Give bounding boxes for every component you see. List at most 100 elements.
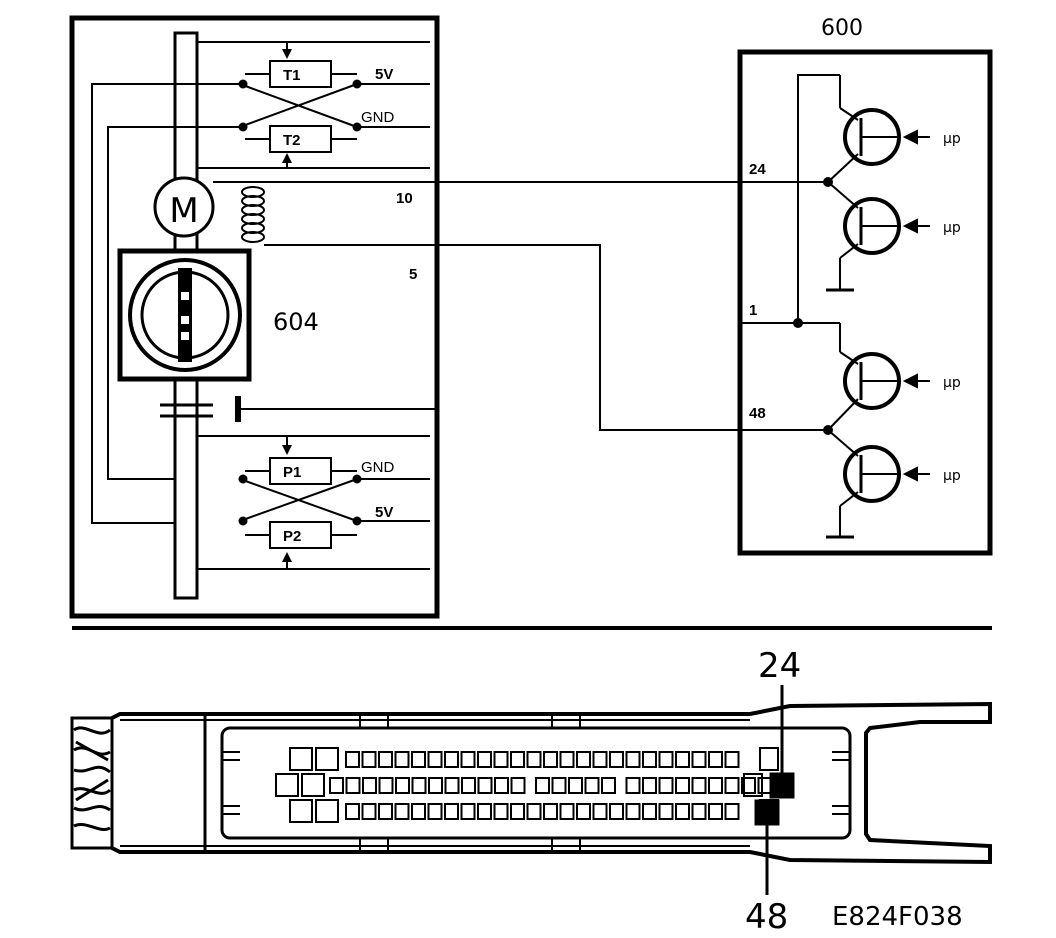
sensor-t-group (91, 41, 430, 524)
connector-pin (642, 777, 657, 794)
sensor-box-label: 604 (273, 308, 319, 336)
connector-pin (642, 803, 657, 820)
connector-pin (345, 777, 361, 794)
connector-pin (658, 777, 674, 794)
connector-pin (584, 777, 600, 794)
mu-label-3: µp (943, 375, 961, 391)
connector-pin (361, 803, 377, 820)
connector-pin (477, 777, 493, 794)
connector-pin (592, 803, 608, 820)
connector-pin (601, 777, 616, 794)
connector-pin-24-label: 24 (758, 646, 801, 686)
connector-pin (543, 803, 558, 820)
ecu-pin-48-label: 48 (749, 405, 766, 422)
connector-pin (559, 803, 575, 820)
connector-pin (460, 803, 476, 820)
connector-pin (724, 777, 740, 794)
connector-pin (642, 751, 657, 768)
ecu-box-label: 600 (821, 16, 863, 41)
connector-pin-48-label: 48 (745, 897, 788, 937)
connector-pin (411, 777, 427, 794)
connector-pin (675, 803, 690, 820)
ecu-pin-1-label: 1 (749, 302, 757, 319)
pin-24-marker (769, 772, 795, 799)
connector-pin (477, 751, 492, 768)
throttle-unit-box: M 604 10 5 (69, 15, 440, 619)
connector-pin (609, 751, 624, 768)
connector-pin (568, 777, 583, 794)
pin-5-label: 5 (409, 266, 417, 283)
connector-pin (708, 777, 723, 794)
connector-pin (345, 803, 360, 820)
motor-wires (213, 181, 828, 431)
p-5v-label: 5V (375, 504, 393, 521)
mu-label-4: µp (943, 468, 961, 484)
connector-pin (551, 777, 567, 794)
wire-bundle (70, 716, 114, 850)
connector-pin (493, 751, 509, 768)
connector-pin (675, 751, 690, 768)
connector-pin (362, 777, 377, 794)
sensor-p-group (197, 435, 430, 570)
t-gnd-label: GND (361, 109, 395, 126)
connector-pin (329, 777, 344, 794)
figure-code: E824F038 (832, 902, 963, 932)
connector-pin (477, 803, 492, 820)
connector-pin (378, 803, 393, 820)
mu-label-2: µp (943, 220, 961, 236)
connector-pin (411, 751, 426, 768)
connector-pin-rows (329, 751, 773, 820)
pin-10-label: 10 (396, 190, 413, 207)
connector-pin (625, 751, 641, 768)
connector-pin (543, 751, 558, 768)
connector-pin (444, 777, 460, 794)
connector-pin (444, 803, 459, 820)
connector-pin (345, 751, 360, 768)
connector-pin (535, 777, 550, 794)
motor-symbol (153, 176, 215, 238)
connector-pin (625, 777, 641, 794)
p1-label: P1 (283, 464, 301, 481)
pin-48-marker (754, 799, 780, 826)
connector-pin (428, 777, 443, 794)
connector-pin (460, 751, 476, 768)
connector-pin (675, 777, 690, 794)
connector-pin (526, 803, 542, 820)
ecu-connector (70, 685, 992, 895)
connector-pin (658, 803, 674, 820)
connector-pin (592, 751, 608, 768)
connector-pin (691, 751, 707, 768)
connector-pin (493, 803, 509, 820)
connector-pin (394, 751, 410, 768)
connector-pin (461, 777, 476, 794)
connector-pin (576, 803, 591, 820)
connector-pin (427, 803, 443, 820)
connector-pin (559, 751, 575, 768)
connector-pin (378, 751, 393, 768)
p-gnd-label: GND (361, 459, 395, 476)
mu-label-1: µp (943, 131, 961, 147)
motor-letter: M (169, 191, 198, 231)
sensor-p2 (269, 521, 332, 549)
connector-pin (510, 777, 526, 794)
connector-pin (658, 751, 674, 768)
connector-pin (395, 777, 410, 794)
ecu-pin-24-label: 24 (749, 161, 766, 178)
connector-pin (724, 751, 740, 768)
connector-pin (609, 803, 624, 820)
connector-pin (510, 751, 525, 768)
t-5v-label: 5V (375, 66, 393, 83)
connector-pin (361, 751, 377, 768)
t1-label: T1 (283, 67, 301, 84)
connector-pin (724, 803, 740, 820)
ecu-box: 600 24 1 48 (737, 16, 993, 556)
connector-pin (625, 803, 641, 820)
connector-pin (576, 751, 591, 768)
connector-pin (708, 751, 723, 768)
connector-pin (526, 751, 542, 768)
connector-pin (394, 803, 410, 820)
connector-pin (444, 751, 459, 768)
connector-pin (378, 777, 394, 794)
connector-pin (691, 777, 707, 794)
